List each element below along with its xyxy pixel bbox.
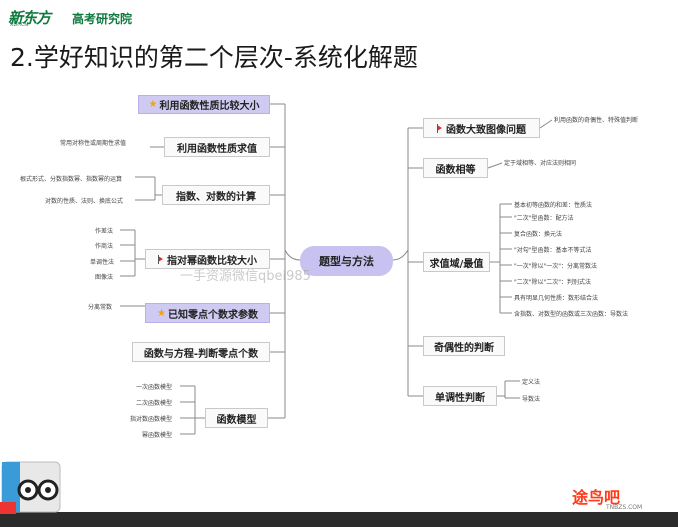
star-icon: ★ [157,307,166,319]
branch-exp-log-power-compare[interactable]: 指对幂函数比较大小 [145,249,270,269]
leaf-separate-constant: 分离常数 [88,304,113,311]
mindmap-canvas [0,88,678,488]
leaf-range-geometry: 具有明显几何性质：数形结合法 [514,295,599,302]
branch-compare-by-property[interactable]: ★利用函数性质比较大小 [138,95,270,114]
branch-exp-log-calc[interactable]: 指数、对数的计算 [162,185,270,205]
star-icon: ★ [148,99,158,110]
leaf-linear-model: 一次函数模型 [136,384,173,391]
leaf-log-rules: 对数的性质、法则、换底公式 [45,198,124,205]
flag-icon [158,255,163,264]
branch-function-model[interactable]: 函数模型 [205,408,268,428]
leaf-range-complete-square: "二次"型函数：配方法 [514,215,574,222]
flag-icon [437,124,442,133]
leaf-quadratic-model: 二次函数模型 [136,400,173,407]
branch-zero-count-param[interactable]: ★已知零点个数求参数 [145,303,270,323]
leaf-radical-forms: 根式形式、分数指数幂、指数幂的运算 [20,176,123,183]
leaf-power-model: 幂函数模型 [142,432,173,439]
leaf-definition-method: 定义法 [522,379,541,386]
leaf-graph-method: 图像法 [95,274,114,281]
bottom-bar [0,512,678,527]
slide-title: 2.学好知识的第二个层次-系统化解题 [10,43,418,72]
leaf-range-property: 基本初等函数的和差：性质法 [514,202,593,209]
leaf-range-substitution: 复合函数：换元法 [514,231,563,238]
brand-logo-sub: XDF.CN [10,22,29,28]
leaf-monotonic-method: 单调性法 [90,259,115,266]
branch-graph-problems[interactable]: 函数大致图像问题 [423,118,540,138]
brand-logo: 新东方 [8,9,51,27]
branch-parity-judgement[interactable]: 奇偶性的判断 [423,336,505,356]
leaf-range-separate-constant: "一次"除以"一次"：分离常数法 [514,263,598,270]
leaf-range-derivative: 含指数、对数型的函数或三次函数：导数法 [514,311,629,318]
branch-monotonicity-judgement[interactable]: 单调性判断 [423,386,497,406]
branch-range-extremum[interactable]: 求值域/最值 [423,252,490,272]
site-badge-name: 途鸟吧 [572,488,621,507]
leaf-range-inequality: "对勾"型函数：基本不等式法 [514,247,592,254]
branch-function-equation-zeros[interactable]: 函数与方程-判断零点个数 [132,342,270,362]
leaf-quotient-method: 作商法 [95,243,114,250]
institute-name: 高考研究院 [72,12,133,26]
leaf-parity-special-value: 利用函数的奇偶性、特殊值判断 [554,117,639,124]
site-badge-url: TNBZS.COM [606,504,643,511]
branch-value-by-property[interactable]: 利用函数性质求值 [164,137,270,157]
leaf-difference-method: 作差法 [95,228,114,235]
mascot-glasses-icon[interactable] [0,452,68,522]
leaf-range-discriminant: "二次"除以"二次"：判别式法 [514,279,592,286]
watermark-text: 一手资源微信qbei985 [180,269,311,284]
leaf-symmetry-periodicity: 常用对称性或周期性求值 [60,140,127,147]
branch-function-equality[interactable]: 函数相等 [423,158,488,178]
leaf-domain-rule: 定于域相等、对应法则相同 [504,160,577,167]
leaf-derivative-method: 导数法 [522,396,541,403]
leaf-exp-log-model: 指对数函数模型 [130,416,173,423]
mindmap-center-node[interactable]: 题型与方法 [300,246,393,276]
